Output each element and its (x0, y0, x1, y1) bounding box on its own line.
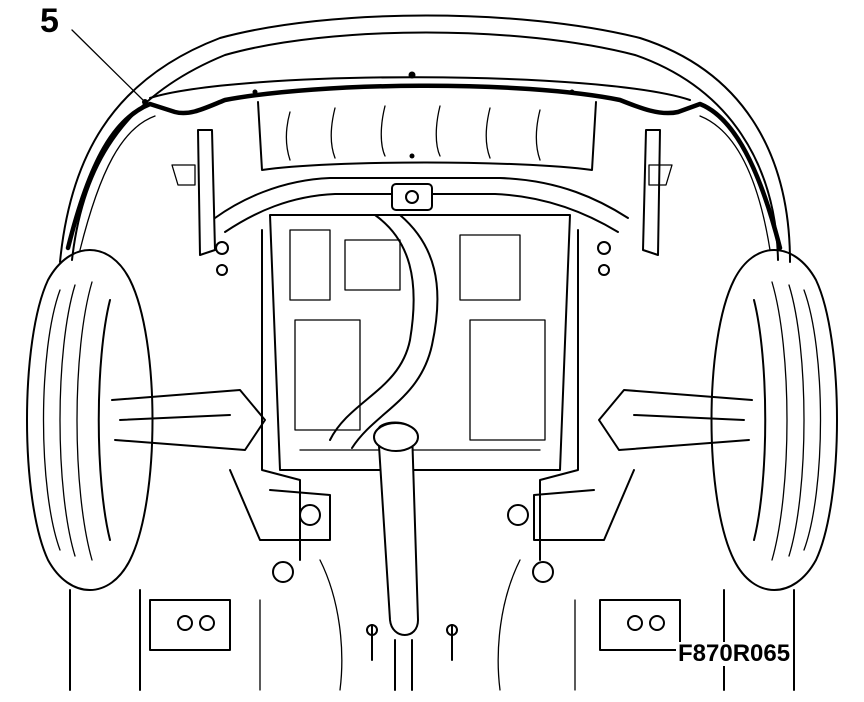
exhaust-pipe (329, 214, 439, 691)
left-wheel (26, 249, 154, 591)
lower-control-arms (111, 389, 753, 583)
bumper-seal-inner-edge (79, 115, 156, 251)
bumper-seal-strip (65, 83, 783, 251)
bumper-brackets (171, 129, 673, 276)
front-bumper-outline (59, 14, 791, 263)
callout-number: 5 (40, 2, 59, 40)
figure-code: F870R065 (676, 640, 793, 667)
callout-leader-line (71, 29, 146, 103)
rear-floor-structure (69, 559, 795, 691)
front-subframe (214, 177, 629, 561)
lower-grille (252, 71, 597, 171)
callout-leader-dot (142, 99, 148, 105)
engine-oil-pan (269, 214, 571, 471)
right-wheel (710, 249, 838, 591)
